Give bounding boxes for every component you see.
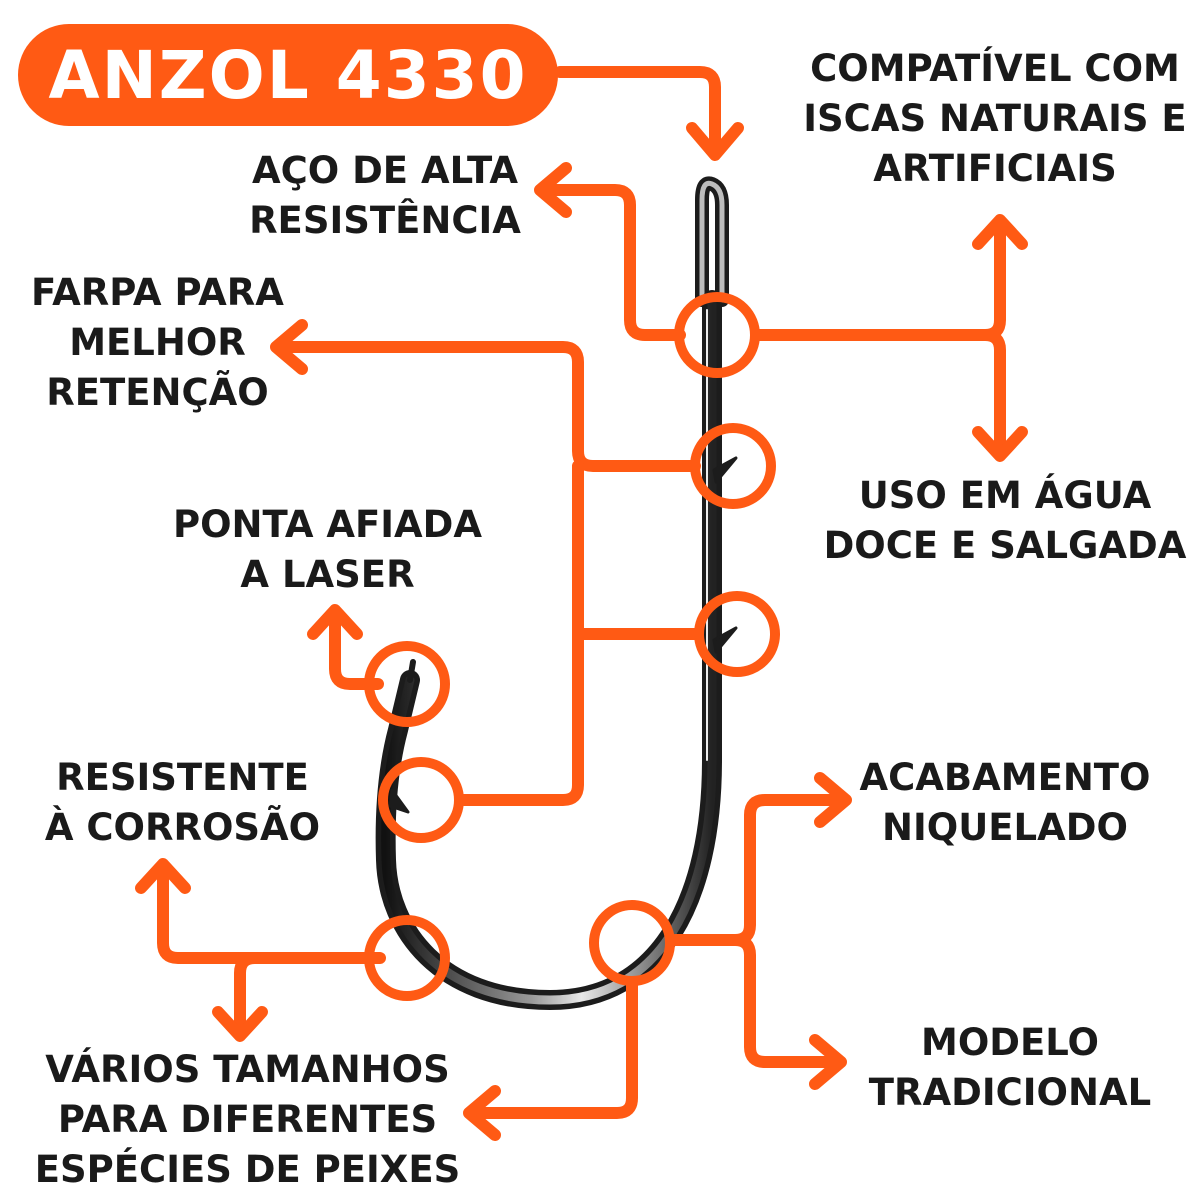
arrow-down-icon — [686, 122, 744, 161]
label-line: MELHOR — [69, 321, 246, 364]
shank-barb-2 — [712, 626, 738, 654]
label-line: ISCAS NATURAIS E — [803, 97, 1187, 140]
label-line: A LASER — [240, 553, 415, 596]
label-steel: AÇO DE ALTA RESISTÊNCIA — [240, 146, 530, 246]
circle-hook-point — [364, 641, 450, 727]
circle-bend-right — [589, 900, 675, 986]
arrow-right-icon — [809, 1034, 847, 1090]
label-line: ARTIFICIAIS — [873, 147, 1117, 190]
connector-lines — [157, 66, 1006, 1119]
label-line: RESISTENTE — [56, 756, 309, 799]
label-point: PONTA AFIADA A LASER — [160, 500, 495, 600]
title-pill-bg — [18, 24, 558, 126]
label-line: TRADICIONAL — [868, 1071, 1152, 1114]
title-badge: ANZOL 4330 — [18, 24, 558, 126]
label-sizes: VÁRIOS TAMANHOS PARA DIFERENTES ESPÉCIES… — [30, 1045, 465, 1195]
label-baits: COMPATÍVEL COM ISCAS NATURAIS E ARTIFICI… — [800, 44, 1190, 194]
circle-shank-barb-1 — [690, 423, 776, 509]
highlight-circles — [364, 292, 780, 1001]
label-line: VÁRIOS TAMANHOS — [45, 1048, 450, 1091]
label-line: ESPÉCIES DE PEIXES — [34, 1148, 461, 1191]
label-corrosion: RESISTENTE À CORROSÃO — [35, 753, 330, 853]
arrow-left-icon — [270, 319, 308, 375]
label-line: FARPA PARA — [31, 271, 284, 314]
point-barb — [388, 788, 410, 814]
arrow-up-icon — [307, 604, 363, 640]
hook-point — [407, 659, 416, 683]
circle-point-barb — [378, 757, 464, 843]
arrow-left-icon — [463, 1085, 501, 1141]
label-finish: ACABAMENTO NIQUELADO — [850, 753, 1160, 853]
arrow-right-icon — [814, 772, 852, 828]
arrow-up-icon — [135, 858, 191, 894]
hook-body — [375, 290, 722, 1010]
arrow-left-icon — [534, 162, 572, 218]
label-line: RETENÇÃO — [46, 371, 269, 414]
label-line: PARA DIFERENTES — [57, 1098, 438, 1141]
circle-shank-steel — [674, 292, 760, 378]
label-model: MODELO TRADICIONAL — [860, 1018, 1160, 1118]
label-line: NIQUELADO — [882, 806, 1128, 849]
label-line: À CORROSÃO — [44, 806, 321, 849]
label-line: DOCE E SALGADA — [823, 524, 1187, 567]
label-water: USO EM ÁGUA DOCE E SALGADA — [820, 471, 1190, 571]
label-line: COMPATÍVEL COM — [810, 47, 1180, 90]
label-line: RESISTÊNCIA — [249, 199, 521, 242]
circle-bend-left — [364, 915, 450, 1001]
label-line: MODELO — [921, 1021, 1099, 1064]
arrowheads — [135, 122, 1028, 1141]
hook-eye — [695, 176, 729, 307]
circle-shank-barb-2 — [694, 591, 780, 677]
hook-body-shine — [381, 295, 717, 1005]
label-barb: FARPA PARA MELHOR RETENÇÃO — [20, 268, 295, 418]
label-line: USO EM ÁGUA — [858, 474, 1152, 517]
shank-barb-1 — [712, 456, 738, 484]
label-line: PONTA AFIADA — [172, 503, 483, 546]
arrow-up-icon — [972, 214, 1028, 250]
arrow-down-icon — [212, 1006, 268, 1042]
arrow-down-icon — [972, 426, 1028, 462]
label-line: AÇO DE ALTA — [251, 149, 519, 192]
page-title: ANZOL 4330 — [48, 36, 528, 114]
label-line: ACABAMENTO — [859, 756, 1151, 799]
